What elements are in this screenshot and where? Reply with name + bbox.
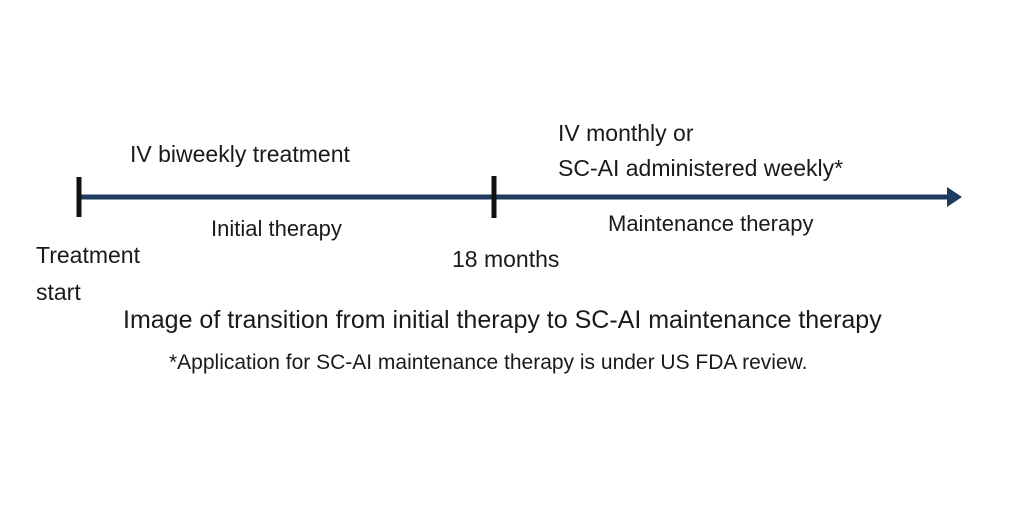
milestone-label: 18 months	[452, 246, 560, 272]
footnote: *Application for SC-AI maintenance thera…	[169, 351, 808, 374]
phase1-regimen-label: IV biweekly treatment	[130, 141, 350, 167]
start-label-line1: Treatment	[36, 242, 140, 268]
start-label-line2: start	[36, 279, 81, 305]
phase2-name-label: Maintenance therapy	[608, 211, 814, 236]
diagram-caption: Image of transition from initial therapy…	[123, 306, 882, 334]
phase1-name-label: Initial therapy	[211, 216, 342, 241]
phase2-regimen-line2: SC-AI administered weekly*	[558, 155, 844, 181]
phase2-regimen-line1: IV monthly or	[558, 120, 694, 146]
timeline-arrowhead	[947, 187, 962, 207]
